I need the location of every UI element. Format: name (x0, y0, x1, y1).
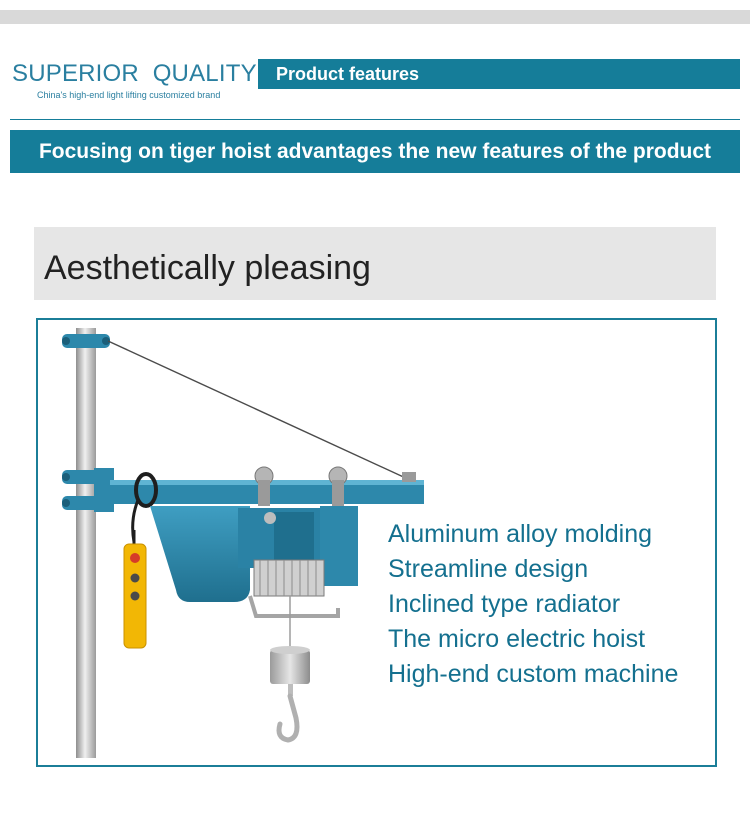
brand-block: SUPERIOR QUALITY China's high-end light … (12, 60, 257, 100)
feature-item: The micro electric hoist (388, 625, 646, 653)
brand-subtitle: China's high-end light lifting customize… (37, 90, 221, 100)
brand-title: SUPERIOR QUALITY (12, 60, 257, 87)
support-wire (107, 340, 411, 481)
banner-rule (10, 119, 740, 120)
product-features-tab: Product features (258, 59, 740, 89)
lifting-hook (276, 684, 300, 743)
features-banner: Focusing on tiger hoist advantages the n… (10, 130, 740, 173)
feature-list: Aluminum alloy molding Streamline design… (388, 517, 678, 692)
hoist-illustration (62, 328, 424, 758)
hoist-body (150, 506, 358, 618)
section-title: Aesthetically pleasing (44, 249, 371, 287)
control-pendant (123, 530, 147, 649)
product-frame: Aluminum alloy molding Streamline design… (36, 318, 717, 767)
feature-item: Aluminum alloy molding (388, 520, 653, 548)
top-clamp (62, 334, 110, 348)
support-pole (76, 328, 96, 758)
feature-item: High-end custom machine (388, 660, 679, 688)
feature-item: Inclined type radiator (388, 590, 621, 618)
trolley-wheels (254, 466, 348, 506)
arm-clamp (62, 468, 114, 512)
load-weight (270, 646, 310, 684)
feature-item: Streamline design (388, 555, 589, 583)
top-divider-bar (0, 10, 750, 24)
section-header: Aesthetically pleasing (34, 227, 716, 300)
